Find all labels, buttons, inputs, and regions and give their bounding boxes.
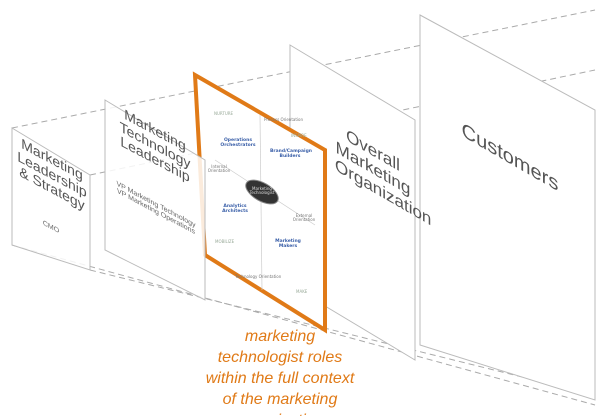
center-label: Marketing Technologist	[249, 186, 275, 196]
panel-technology-leadership	[104, 99, 206, 301]
quadrant-label: Marketing Makers	[275, 239, 301, 249]
panel-customers	[419, 14, 596, 401]
quadrant-label: Operations Orchestrators	[220, 138, 256, 148]
quadrant-label: Brand/Campaign Builders	[270, 149, 313, 159]
axis-label: External Orientation	[292, 213, 316, 223]
corner-label: NURTURE	[214, 111, 234, 116]
bottom-perspective-line	[11, 244, 596, 406]
corner-label: MOBILIZE	[215, 239, 235, 244]
top-perspective-line	[11, 9, 596, 129]
panel-leadership-strategy	[11, 127, 91, 271]
axis-label: Internal Orientation	[207, 164, 231, 174]
axis-label: Technology Orientation	[235, 274, 282, 279]
corner-label: MAKE	[296, 289, 308, 294]
corner-label: INSPIRE	[291, 133, 307, 138]
quadrant-label: Analytics Architects	[222, 204, 248, 214]
vertical-axis	[259, 114, 263, 291]
center-node	[245, 179, 279, 205]
caption: marketing technologist roles within the …	[205, 328, 355, 416]
axis-label: Process Orientation	[264, 117, 304, 122]
mid-bottom-perspective-line	[89, 269, 596, 396]
